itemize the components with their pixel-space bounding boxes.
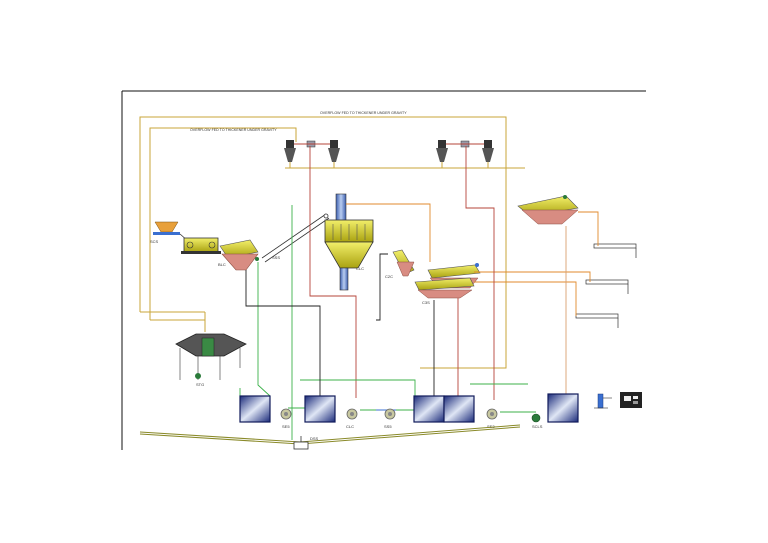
pump-2 xyxy=(346,408,358,420)
cyclone-cluster-label: CLC xyxy=(356,266,364,271)
hydrocyclone-pair-left xyxy=(284,140,525,169)
control-panel-icon xyxy=(620,392,642,408)
screen-pair-label: C3S xyxy=(422,300,430,305)
tank-1 xyxy=(239,395,271,423)
tank-5 xyxy=(547,393,579,423)
tank-2 xyxy=(304,395,336,423)
overflow-label-top: OVERFLOW FED TO THICKENER UNDER GRAVITY xyxy=(320,111,407,115)
tank-4 xyxy=(443,395,475,423)
thickener xyxy=(175,333,247,380)
screen-deck-pair xyxy=(414,263,481,299)
overflow-pipes xyxy=(139,116,507,369)
process-lines-orange xyxy=(346,203,599,316)
conveyors-right xyxy=(575,243,637,328)
pump-4 xyxy=(486,408,498,420)
ball-mill xyxy=(181,237,221,254)
cyclone-cluster xyxy=(324,193,374,291)
overflow-label-left: OVERFLOW FED TO THICKENER UNDER GRAVITY xyxy=(190,128,277,132)
feeder-label: SCS xyxy=(150,239,159,244)
screen-deck-top-right xyxy=(517,195,579,225)
sump-label: DSS xyxy=(310,436,319,441)
process-lines-green xyxy=(239,205,536,440)
process-lines-black xyxy=(245,253,435,396)
pump-4-label: SE3 xyxy=(487,424,495,429)
pump-1-label: SE5 xyxy=(282,424,290,429)
thickener-label: STG xyxy=(196,382,204,387)
screen-c-label: C2C xyxy=(385,274,393,279)
pump-2-label: CLC xyxy=(346,424,354,429)
pump-1 xyxy=(280,408,292,420)
pump-3-label: SS5 xyxy=(384,424,392,429)
pump-3 xyxy=(384,408,396,420)
process-lines-red xyxy=(309,146,495,400)
dosing-unit xyxy=(594,393,612,409)
floor-line xyxy=(139,424,521,445)
inclined-conveyor xyxy=(261,213,330,263)
sump xyxy=(293,436,309,450)
pump-5-label: SCLS xyxy=(532,424,543,429)
hydrocyclone-pair-right xyxy=(436,140,494,168)
tank-3 xyxy=(413,395,445,423)
pump-5 xyxy=(531,413,541,423)
screen-small-label: SSS xyxy=(272,255,280,260)
screen-deck-small xyxy=(219,239,259,271)
screen-c xyxy=(392,249,415,277)
feed-hopper xyxy=(153,221,189,242)
mill-label: BLC xyxy=(218,262,226,267)
